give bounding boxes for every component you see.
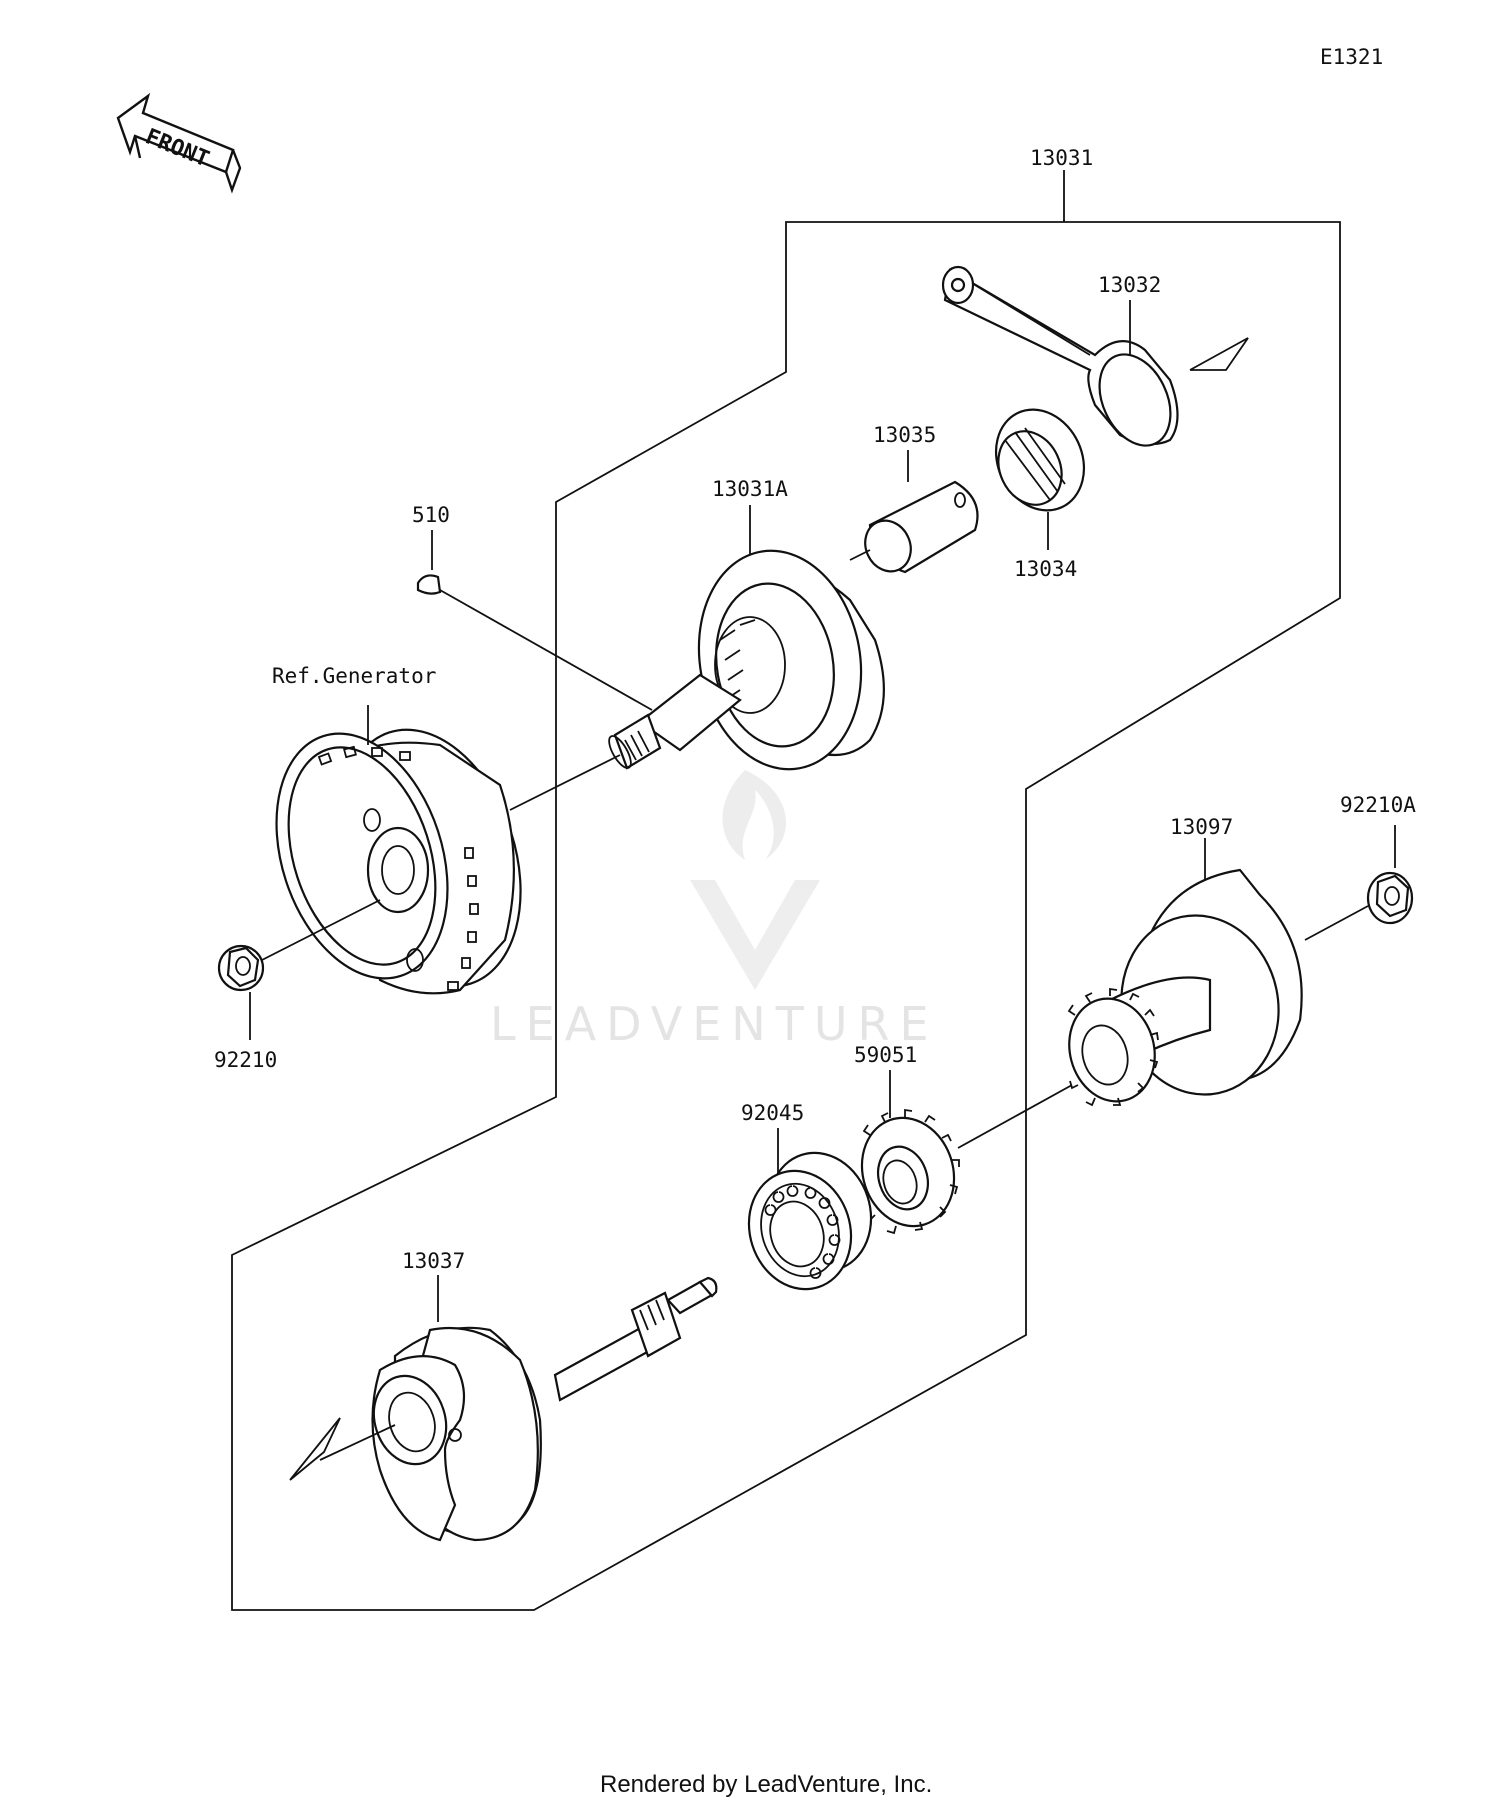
axis-line-crank-lower	[319, 1424, 396, 1461]
ball-bearing	[747, 1151, 873, 1291]
crankshaft-assembly-outline	[231, 220, 1341, 1611]
crankshaft-right-half	[371, 1276, 718, 1542]
axis-line-generator	[509, 754, 621, 811]
axis-line-nut-left	[261, 899, 381, 961]
connecting-rod	[941, 265, 1179, 447]
woodruff-key	[416, 574, 442, 595]
axis-line-lower	[957, 1084, 1073, 1149]
axis-arrow-lower	[289, 1417, 341, 1481]
axis-line-upper	[849, 549, 871, 561]
watermark-logo	[690, 770, 820, 990]
label-59051: 59051	[854, 1043, 917, 1067]
crankshaft-left-half	[608, 549, 885, 771]
watermark-text: LEADVENTURE	[490, 997, 939, 1051]
label-13031A: 13031A	[712, 477, 788, 501]
leader-510	[439, 589, 653, 711]
needle-bearing	[994, 408, 1086, 512]
label-13037: 13037	[402, 1249, 465, 1273]
axis-arrow-upper	[1189, 337, 1249, 371]
footer-credit: Rendered by LeadVenture, Inc.	[600, 1771, 932, 1798]
axis-line-nut-right	[1304, 905, 1369, 941]
flange-nut-right	[1366, 871, 1414, 925]
drive-gear	[1067, 987, 1159, 1107]
label-92045: 92045	[741, 1101, 804, 1125]
front-arrow-icon: FRONT	[116, 92, 242, 194]
crank-pin	[864, 480, 979, 574]
label-ref-generator: Ref.Generator	[272, 664, 436, 688]
label-510: 510	[412, 503, 450, 527]
flange-nut-left	[217, 944, 265, 992]
label-13031: 13031	[1030, 146, 1093, 170]
diagram-id: E1321	[1320, 45, 1383, 69]
label-13035: 13035	[873, 423, 936, 447]
idle-gear	[860, 1108, 960, 1235]
label-13032: 13032	[1098, 273, 1161, 297]
label-13097: 13097	[1170, 815, 1233, 839]
generator-rotor	[275, 728, 522, 995]
label-92210: 92210	[214, 1048, 277, 1072]
label-92210A: 92210A	[1340, 793, 1416, 817]
label-13034: 13034	[1014, 557, 1077, 581]
